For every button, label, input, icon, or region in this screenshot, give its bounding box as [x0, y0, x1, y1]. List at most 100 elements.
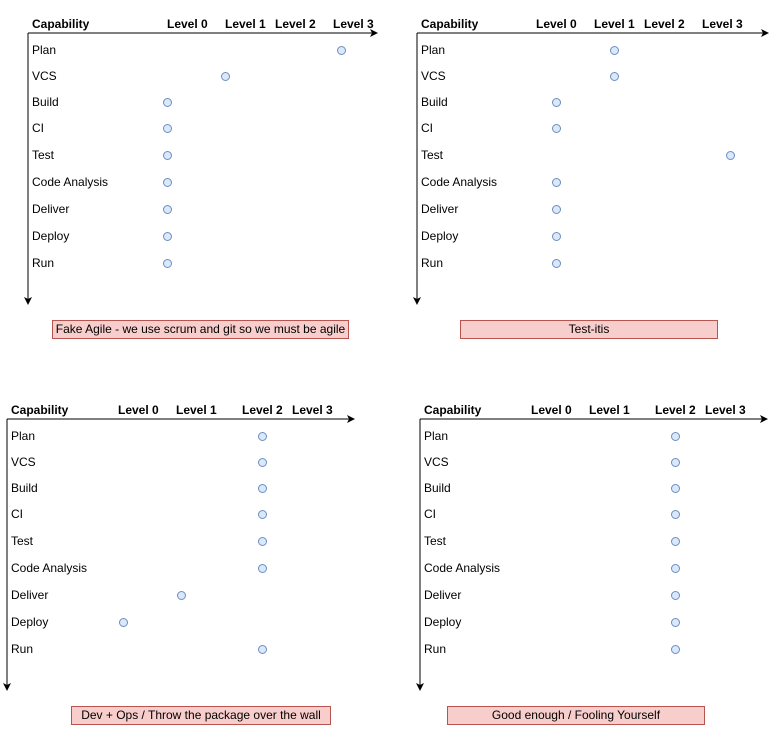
capability-label: CI: [11, 507, 23, 521]
level-marker: [257, 563, 267, 573]
level-header-3: Level 3: [333, 17, 374, 31]
level-header-0: Level 0: [167, 17, 208, 31]
level-marker: [162, 231, 172, 241]
level-marker: [609, 45, 619, 55]
level-marker: [670, 431, 680, 441]
capability-label: Build: [424, 481, 451, 495]
capability-label: Code Analysis: [32, 175, 109, 189]
level-header-3: Level 3: [292, 403, 333, 417]
level-marker: [670, 536, 680, 546]
level-marker: [257, 644, 267, 654]
level-marker: [257, 483, 267, 493]
capability-label: Deliver: [32, 202, 70, 216]
capability-axis-arrow: [3, 683, 11, 691]
level-marker: [176, 590, 186, 600]
level-axis-arrow: [347, 415, 355, 423]
capability-label: Build: [11, 481, 38, 495]
maturity-panel-1: Capability Level 0 Level 1 Level 2 Level 3 Pl…: [22, 13, 392, 363]
level-header-1: Level 1: [589, 403, 630, 417]
level-marker: [162, 150, 172, 160]
capability-label: Plan: [11, 429, 36, 443]
level-marker: [551, 123, 561, 133]
level-marker: [257, 457, 267, 467]
level-marker: [162, 204, 172, 214]
level-marker: [551, 258, 561, 268]
panel-caption: Good enough / Fooling Yourself: [447, 706, 705, 725]
level-header-2: Level 2: [655, 403, 696, 417]
capability-label: VCS: [421, 69, 446, 83]
capability-label: Run: [424, 642, 447, 656]
capability-label: Plan: [424, 429, 449, 443]
level-header-2: Level 2: [242, 403, 283, 417]
capability-label: Deliver: [11, 588, 49, 602]
capability-axis-arrow: [413, 297, 421, 305]
capability-label: Plan: [421, 43, 446, 57]
level-marker: [551, 204, 561, 214]
level-header-0: Level 0: [536, 17, 577, 31]
capability-header: Capability: [421, 17, 479, 31]
level-marker: [257, 431, 267, 441]
level-marker: [257, 509, 267, 519]
level-marker: [670, 457, 680, 467]
capability-label: Deploy: [11, 615, 49, 629]
level-marker: [118, 617, 128, 627]
capability-label: Build: [421, 95, 448, 109]
level-header-1: Level 1: [225, 17, 266, 31]
capability-label: Deploy: [424, 615, 462, 629]
level-header-2: Level 2: [644, 17, 685, 31]
level-marker: [609, 71, 619, 81]
capability-label: Plan: [32, 43, 57, 57]
capability-label: CI: [421, 121, 433, 135]
panel-caption: Test-itis: [460, 320, 718, 339]
capability-label: Code Analysis: [11, 561, 88, 575]
axes: [416, 415, 768, 691]
capability-label: Test: [32, 148, 55, 162]
capability-label: VCS: [11, 455, 36, 469]
capability-axis-arrow: [416, 683, 424, 691]
level-marker: [670, 644, 680, 654]
level-header-3: Level 3: [702, 17, 743, 31]
axes: [24, 29, 378, 305]
maturity-panel-2: Capability Level 0 Level 1 Level 2 Level 3 Pl…: [411, 13, 779, 363]
level-marker: [336, 45, 346, 55]
level-marker: [220, 71, 230, 81]
level-marker: [162, 123, 172, 133]
level-marker: [670, 590, 680, 600]
capability-label: CI: [424, 507, 436, 521]
level-marker: [725, 150, 735, 160]
level-marker: [551, 231, 561, 241]
capability-label: VCS: [32, 69, 57, 83]
capability-label: Test: [424, 534, 447, 548]
level-marker: [162, 97, 172, 107]
level-axis-arrow: [761, 29, 769, 37]
level-axis-arrow: [760, 415, 768, 423]
panel-caption: Dev + Ops / Throw the package over the w…: [71, 706, 331, 725]
capability-label: Deliver: [421, 202, 459, 216]
level-header-1: Level 1: [176, 403, 217, 417]
level-header-3: Level 3: [705, 403, 746, 417]
capability-label: Test: [421, 148, 444, 162]
capability-label: CI: [32, 121, 44, 135]
capability-label: Code Analysis: [421, 175, 498, 189]
level-marker: [162, 258, 172, 268]
capability-label: Deploy: [32, 229, 70, 243]
axes: [3, 415, 355, 691]
capability-header: Capability: [32, 17, 90, 31]
level-header-2: Level 2: [275, 17, 316, 31]
level-marker: [551, 97, 561, 107]
capability-label: Deliver: [424, 588, 462, 602]
level-marker: [551, 177, 561, 187]
capability-label: Run: [32, 256, 55, 270]
level-marker: [670, 617, 680, 627]
level-header-0: Level 0: [118, 403, 159, 417]
capability-label: Run: [11, 642, 34, 656]
capability-label: Run: [421, 256, 444, 270]
capability-axis-arrow: [24, 297, 32, 305]
level-header-1: Level 1: [594, 17, 635, 31]
level-marker: [162, 177, 172, 187]
level-marker: [670, 509, 680, 519]
level-marker: [670, 563, 680, 573]
level-axis-arrow: [370, 29, 378, 37]
capability-header: Capability: [424, 403, 482, 417]
